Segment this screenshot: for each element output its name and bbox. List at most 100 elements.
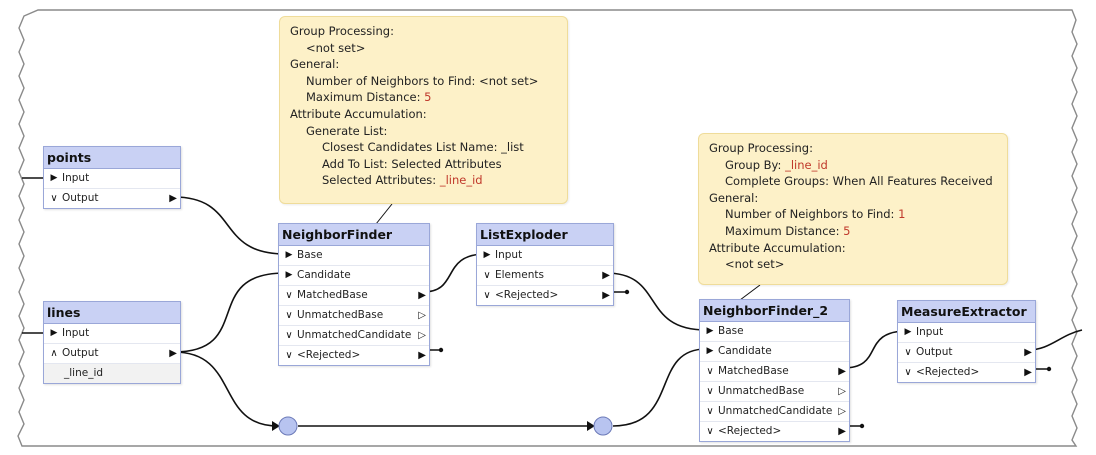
attribute-row[interactable]: _line_id bbox=[44, 364, 180, 383]
transformer-title: NeighborFinder bbox=[279, 224, 429, 246]
annotation-line: Number of Neighbors to Find: 1 bbox=[709, 206, 997, 223]
output-port-arrow-icon: ▶ bbox=[838, 426, 846, 437]
port-label: Input bbox=[62, 327, 90, 339]
annotation-label: Attribute Accumulation: bbox=[290, 106, 427, 121]
edge-neighborfinder2-to-measureextractor[interactable] bbox=[842, 330, 908, 369]
edge-neighborfinder-to-listexploder[interactable] bbox=[422, 253, 487, 293]
output-port[interactable]: ∨▶Output bbox=[898, 343, 1035, 363]
expand-chevron-icon[interactable]: ∨ bbox=[706, 366, 714, 377]
input-port[interactable]: ▶Input bbox=[898, 323, 1035, 343]
input-port-arrow-icon: ▶ bbox=[706, 326, 714, 336]
port-label: UnmatchedCandidate bbox=[297, 329, 412, 341]
output-port[interactable]: ∨ ▶ Elements bbox=[477, 266, 613, 286]
output-port[interactable]: ∨▷UnmatchedBase bbox=[279, 306, 429, 326]
transformer-measureextractor[interactable]: MeasureExtractor▶Input∨▶Output∨▶<Rejecte… bbox=[897, 300, 1036, 383]
junction-node[interactable] bbox=[593, 416, 613, 436]
annotation-label: Selected Attributes: bbox=[322, 173, 440, 188]
port-label: Input bbox=[495, 249, 523, 261]
transformer-lines[interactable]: lines▶Input∧▶Output_line_id bbox=[43, 301, 181, 384]
port-label: Elements bbox=[495, 269, 544, 281]
port-label: Output bbox=[62, 192, 99, 204]
transformer-neighborfinder[interactable]: NeighborFinder▶Base ▶ Candidate ∨▶MatchedBa… bbox=[278, 223, 430, 366]
expand-chevron-icon[interactable]: ∨ bbox=[50, 193, 58, 204]
port-label: MatchedBase bbox=[718, 365, 789, 377]
expand-chevron-icon[interactable]: ∨ bbox=[904, 347, 912, 358]
annotation-label: Group By: bbox=[725, 157, 786, 172]
expand-chevron-icon[interactable]: ∨ bbox=[285, 310, 293, 321]
input-port[interactable]: ▶Input bbox=[44, 169, 180, 189]
expand-chevron-icon[interactable]: ∨ bbox=[706, 426, 714, 437]
edge-points-to-neighborfinder-base[interactable] bbox=[173, 196, 286, 255]
input-port[interactable]: ▶Input bbox=[477, 246, 613, 266]
annotation-line: Maximum Distance: 5 bbox=[709, 223, 997, 240]
annotation-line: Attribute Accumulation: bbox=[290, 106, 557, 123]
annotation-value: 5 bbox=[843, 223, 851, 238]
output-port[interactable]: ∨▶<Rejected> bbox=[279, 346, 429, 365]
output-port[interactable]: ∨▶MatchedBase bbox=[700, 362, 849, 382]
annotation-value: _line_id bbox=[785, 157, 828, 172]
annotation-value: 5 bbox=[424, 90, 432, 105]
expand-chevron-icon[interactable]: ∨ bbox=[285, 330, 293, 341]
annotation-neighborfinder[interactable]: Group Processing:<not set>General:Number… bbox=[279, 16, 568, 204]
output-port[interactable]: ∨▶<Rejected> bbox=[477, 286, 613, 305]
output-port[interactable]: ∨ ▷ UnmatchedCandidate bbox=[279, 326, 429, 346]
annotation-line: Group Processing: bbox=[709, 140, 997, 157]
edge-lines-to-junction[interactable] bbox=[173, 351, 279, 427]
annotation-line: Generate List: bbox=[290, 123, 557, 140]
note-tail bbox=[375, 203, 393, 225]
output-port[interactable]: ∨▷UnmatchedCandidate bbox=[700, 402, 849, 422]
input-port[interactable]: ▶Base bbox=[700, 322, 849, 342]
port-label: Candidate bbox=[297, 269, 351, 281]
expand-chevron-icon[interactable]: ∨ bbox=[706, 406, 714, 417]
junction-node[interactable] bbox=[278, 416, 298, 436]
expand-chevron-icon[interactable]: ∨ bbox=[483, 290, 491, 301]
input-port[interactable]: ▶Input bbox=[44, 324, 180, 344]
annotation-value: _line_id bbox=[439, 173, 483, 188]
output-port[interactable]: ∨▶MatchedBase bbox=[279, 286, 429, 306]
input-port[interactable]: ▶Base bbox=[279, 246, 429, 266]
expand-chevron-icon[interactable]: ∨ bbox=[483, 270, 491, 281]
annotation-line: Complete Groups: When All Features Recei… bbox=[709, 173, 997, 190]
annotation-label: Group Processing: bbox=[290, 24, 394, 38]
output-port-arrow-icon: ▶ bbox=[602, 270, 610, 281]
annotation-label: Number of Neighbors to Find: bbox=[306, 73, 480, 88]
annotation-label: Closest Candidates List Name: _list bbox=[322, 140, 524, 155]
annotation-line: <not set> bbox=[290, 40, 557, 57]
output-port[interactable]: ∨▷UnmatchedBase bbox=[700, 382, 849, 402]
annotation-value: <not set> bbox=[479, 73, 539, 88]
port-label: <Rejected> bbox=[297, 349, 361, 361]
annotation-line: General: bbox=[709, 190, 997, 207]
output-port[interactable]: ∨▶<Rejected> bbox=[898, 363, 1035, 382]
transformer-listexploder[interactable]: ListExploder▶Input∨▶Elements∨▶<Rejected> bbox=[476, 223, 614, 306]
port-label: <Rejected> bbox=[718, 425, 782, 437]
output-port[interactable]: ∧▶Output bbox=[44, 344, 180, 364]
annotation-label: General: bbox=[709, 190, 759, 205]
transformer-points[interactable]: points▶Input∨▶Output bbox=[43, 146, 181, 209]
input-port-arrow-icon: ▶ bbox=[285, 270, 293, 280]
expand-chevron-icon[interactable]: ∨ bbox=[904, 367, 912, 378]
expand-chevron-icon[interactable]: ∨ bbox=[285, 290, 293, 301]
transformer-neighborfinder-2[interactable]: NeighborFinder_2▶Base▶Candidate∨▶Matched… bbox=[699, 299, 850, 442]
edge-junction-to-neighborfinder2-candidate[interactable] bbox=[612, 348, 707, 427]
port-label: Input bbox=[916, 326, 944, 338]
input-port[interactable]: ▶ Candidate bbox=[279, 266, 429, 286]
annotation-label: Group Processing: bbox=[709, 141, 813, 155]
annotation-label: Add To List: Selected Attributes bbox=[322, 156, 502, 171]
port-label: _line_id bbox=[64, 367, 104, 379]
expand-chevron-icon[interactable]: ∨ bbox=[285, 350, 293, 361]
input-port[interactable]: ▶Candidate bbox=[700, 342, 849, 362]
output-port[interactable]: ∨ ▶ <Rejected> bbox=[700, 422, 849, 441]
expand-chevron-icon[interactable]: ∨ bbox=[706, 386, 714, 397]
port-label: Input bbox=[62, 172, 90, 184]
edge-listexploder-to-neighborfinder2-base[interactable] bbox=[605, 272, 707, 331]
output-port[interactable]: ∨▶Output bbox=[44, 189, 180, 208]
collapse-chevron-icon[interactable]: ∧ bbox=[50, 348, 58, 359]
port-label: Output bbox=[62, 347, 99, 359]
annotation-value: 1 bbox=[898, 207, 906, 222]
edge-lines-to-neighborfinder-candidate[interactable] bbox=[173, 272, 286, 353]
transformer-title: points bbox=[44, 147, 180, 169]
unconnected-port-icon: ▷ bbox=[418, 330, 426, 341]
unconnected-port-icon: ▷ bbox=[418, 310, 426, 321]
